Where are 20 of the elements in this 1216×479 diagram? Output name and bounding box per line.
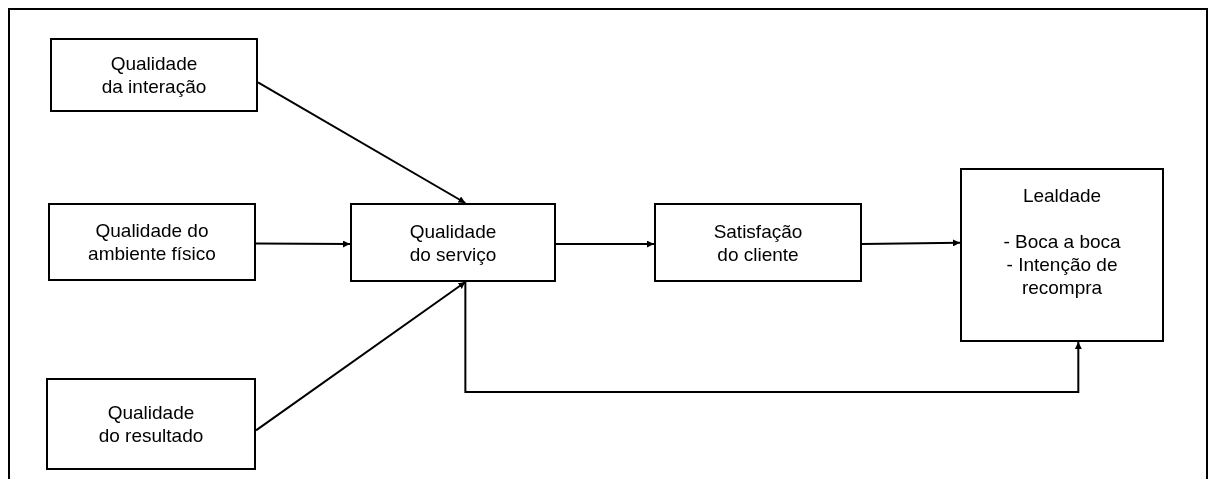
process-box: [350, 203, 556, 282]
arrow: [257, 81, 467, 204]
process-box: [46, 378, 256, 470]
box-text: Satisfação do cliente: [712, 219, 804, 266]
box-text: - Boca a boca: [1003, 230, 1121, 253]
box-text: Qualidade do serviço: [408, 219, 498, 266]
arrow: [555, 240, 655, 248]
box-heading: Lealdade: [1022, 184, 1102, 207]
arrow: [255, 281, 467, 432]
process-box: [48, 203, 256, 281]
box-text: - Intenção de recompra: [1005, 253, 1119, 299]
box-text: Qualidade do resultado: [97, 401, 205, 447]
arrow: [464, 281, 1082, 393]
box-text: Qualidade da interação: [100, 52, 208, 98]
arrow: [861, 239, 961, 247]
process-box: [960, 168, 1164, 342]
arrow: [255, 240, 351, 248]
box-text: Qualidade do ambiente físico: [87, 219, 217, 265]
process-box: [50, 38, 258, 112]
process-box: [654, 203, 862, 282]
